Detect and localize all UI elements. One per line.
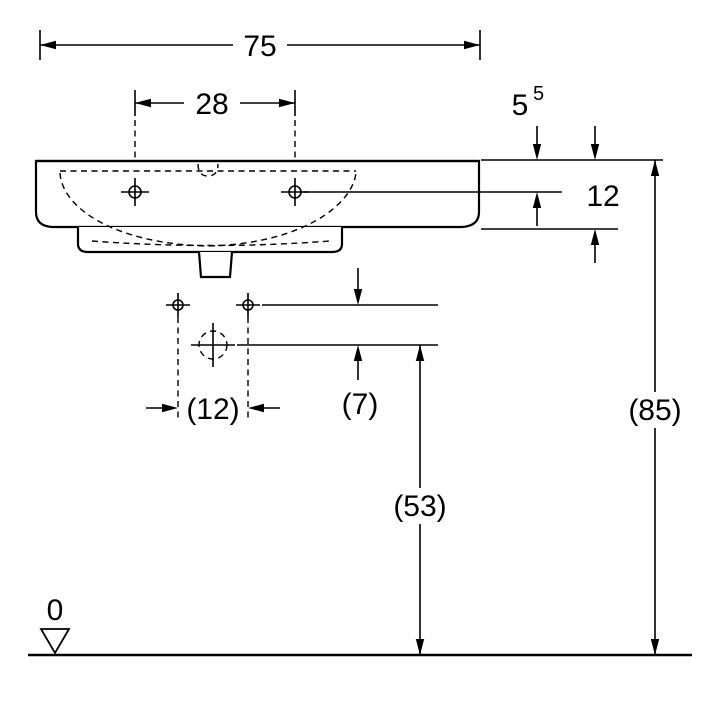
arrowhead-up-icon: [650, 160, 660, 176]
arrowhead-up-icon: [415, 345, 425, 361]
label-mask: [184, 86, 240, 120]
fixing-holes: [166, 293, 260, 317]
tap-hole-left: [121, 178, 149, 206]
arrowhead-left-icon: [40, 40, 56, 50]
dim-rim-to-tap-holes: 5 5: [512, 83, 544, 226]
arrowhead-right-icon: [464, 40, 480, 50]
fixing-hole-left: [166, 293, 190, 317]
dim-label-fixing-to-trap: (7): [342, 388, 379, 421]
dim-apron-height: 12: [586, 126, 620, 263]
arrowhead-down-icon: [590, 144, 600, 160]
fixing-hole-right: [236, 293, 260, 317]
dim-label-rim-height: (85): [628, 394, 681, 427]
label-mask: [386, 488, 454, 524]
dim-label-trap-height: (53): [393, 490, 446, 523]
arrowhead-right-icon: [279, 98, 295, 108]
bowl-dashed-curve: [59, 172, 357, 247]
basin-front-view: [34, 159, 481, 279]
dim-tap-hole-spacing: 28: [134, 86, 296, 180]
dim-trap-height: (53): [386, 345, 454, 655]
dim-overall-width: 75: [39, 28, 481, 63]
arrowhead-down-icon: [650, 639, 660, 655]
skirt-inner-dashed-curve: [91, 240, 331, 247]
drain-outlet-outline: [197, 251, 234, 279]
arrowhead-left-icon: [135, 98, 151, 108]
arrowhead-up-icon: [353, 345, 363, 361]
floor-datum: 0: [28, 594, 692, 657]
overflow-dashed-detail: [197, 163, 219, 177]
arrowhead-right-icon: [162, 403, 178, 413]
datum-zero-label: 0: [47, 594, 64, 627]
arrowhead-down-icon: [415, 639, 425, 655]
dim-label-rim-to-taps-superscript: 5: [533, 83, 544, 105]
dim-rim-height: (85): [621, 160, 689, 655]
label-mask: [621, 392, 689, 428]
reference-lines-lower: [237, 304, 438, 346]
dim-label-apron-height: 12: [586, 180, 619, 213]
dim-label-fixing-spacing: (12): [186, 393, 239, 426]
dim-fixing-to-trap: (7): [342, 268, 379, 421]
trap-outlet: [191, 323, 235, 367]
arrowhead-up-icon: [532, 192, 542, 208]
arrowhead-left-icon: [248, 403, 264, 413]
arrowhead-down-icon: [353, 289, 363, 305]
dim-fixing-hole-spacing: (12): [146, 317, 280, 426]
basin-outer-outline: [34, 159, 481, 229]
dim-label-rim-to-taps: 5: [512, 89, 529, 122]
label-mask: [233, 28, 287, 62]
reference-lines-right: [303, 159, 663, 230]
dim-label-tap-spacing: 28: [195, 88, 228, 121]
arrowhead-down-icon: [532, 144, 542, 160]
dim-label-overall-width: 75: [243, 30, 276, 63]
arrowhead-up-icon: [590, 229, 600, 245]
datum-triangle-icon: [39, 628, 71, 655]
